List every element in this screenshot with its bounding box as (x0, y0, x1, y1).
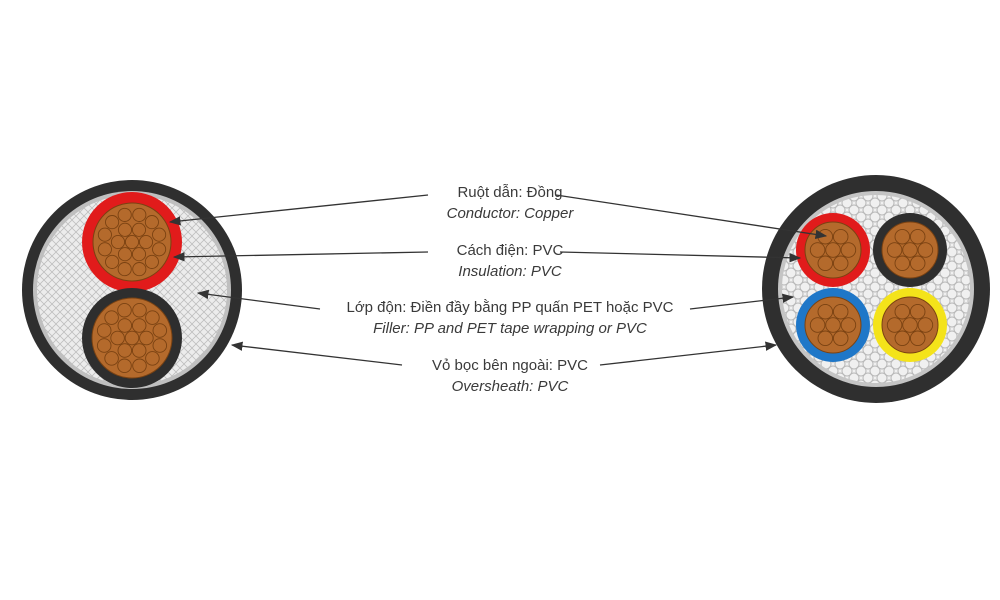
arrow-insulation-right (559, 251, 802, 263)
copper-strand (152, 323, 168, 338)
copper-strand (97, 227, 112, 242)
copper-strand (894, 255, 911, 272)
copper-strand (124, 330, 140, 346)
arrow-insulation-left (172, 251, 429, 262)
copper-strand (909, 228, 926, 245)
copper-strand (840, 317, 857, 333)
copper-strand (832, 228, 849, 245)
arrow-conductor-right (555, 194, 828, 240)
arrow-filler-left (196, 289, 321, 310)
copper-strand (96, 323, 112, 338)
copper-strand (886, 317, 903, 333)
copper-strand (145, 310, 160, 325)
copper-strand (131, 222, 147, 237)
copper-strand (132, 358, 147, 374)
copper-strand (902, 317, 918, 333)
label-oversheath: Vỏ bọc bên ngoài: PVC Oversheath: PVC (300, 355, 720, 397)
arrow-oversheath-left (230, 341, 403, 366)
copper-strand (909, 303, 926, 320)
copper-strand (132, 262, 147, 277)
copper-strand (117, 207, 132, 222)
copper-strand (117, 222, 133, 237)
copper-strand (145, 351, 160, 366)
two-core-cable (22, 180, 242, 400)
copper-strand (104, 310, 119, 325)
copper-strand (105, 254, 120, 269)
copper-strand (909, 255, 926, 272)
label-filler-vi: Lớp độn: Điền đầy bằng PP quấn PET hoặc … (346, 299, 674, 316)
arrow-conductor-left (168, 194, 429, 226)
label-insulation-vi: Cách điện: PVC (456, 242, 564, 259)
copper-strand (917, 317, 934, 333)
copper-strand (132, 302, 147, 318)
copper-strand (117, 358, 132, 374)
copper-strand (124, 234, 140, 250)
label-insulation: Cách điện: PVC Insulation: PVC (300, 240, 720, 282)
right-core-yellow-conductor (881, 296, 939, 354)
right-core-red-conductor (804, 221, 862, 279)
copper-strand (832, 303, 849, 320)
copper-strand (840, 242, 857, 258)
copper-strand (809, 317, 826, 333)
label-conductor: Ruột dẫn: Đồng Conductor: Copper (300, 182, 720, 224)
copper-strand (152, 242, 167, 257)
copper-strand (817, 303, 834, 320)
copper-strand (96, 338, 112, 353)
label-filler-en: Filler: PP and PET tape wrapping or PVC (373, 320, 647, 337)
copper-strand (131, 343, 147, 358)
copper-strand (117, 247, 133, 262)
copper-strand (117, 318, 133, 333)
copper-strand (104, 351, 119, 366)
copper-strand (152, 227, 167, 242)
copper-strand (97, 242, 112, 257)
copper-strand (138, 234, 154, 250)
copper-strand (117, 343, 133, 358)
leader-lines (168, 194, 828, 366)
copper-strand (809, 242, 826, 258)
copper-strand (832, 255, 849, 272)
copper-strand (817, 255, 834, 272)
arrow-oversheath-right (599, 341, 778, 366)
copper-strand (917, 242, 934, 258)
copper-strand (131, 318, 147, 333)
copper-strand (144, 215, 159, 230)
copper-strand (105, 215, 120, 230)
copper-strand (131, 247, 147, 262)
copper-strand (117, 262, 132, 277)
left-core-red-conductor (92, 202, 172, 282)
copper-strand (886, 242, 903, 258)
left-core-black-conductor (91, 297, 173, 379)
label-conductor-vi: Ruột dẫn: Đồng (457, 184, 563, 201)
copper-strand (832, 330, 849, 347)
copper-strand (139, 330, 154, 346)
label-filler: Lớp độn: Điền đầy bằng PP quấn PET hoặc … (300, 297, 720, 339)
label-conductor-en: Conductor: Copper (446, 205, 574, 222)
copper-strand (152, 338, 168, 353)
right-core-blue-conductor (804, 296, 862, 354)
copper-strand (110, 330, 125, 346)
arrow-filler-right (689, 293, 795, 310)
copper-strand (909, 330, 926, 347)
label-insulation-en: Insulation: PVC (458, 263, 562, 280)
copper-strand (902, 242, 918, 258)
copper-strand (894, 303, 911, 320)
copper-strand (817, 330, 834, 347)
four-core-cable (762, 175, 990, 403)
copper-strand (817, 228, 834, 245)
copper-strand (132, 207, 147, 222)
copper-strand (117, 302, 132, 318)
copper-strand (825, 242, 841, 258)
copper-strand (144, 254, 159, 269)
copper-strand (894, 330, 911, 347)
copper-strand (110, 234, 126, 250)
label-oversheath-vi: Vỏ bọc bên ngoài: PVC (432, 357, 588, 374)
right-core-black-conductor (881, 221, 939, 279)
label-oversheath-en: Oversheath: PVC (451, 378, 569, 395)
copper-strand (894, 228, 911, 245)
copper-strand (825, 317, 841, 333)
